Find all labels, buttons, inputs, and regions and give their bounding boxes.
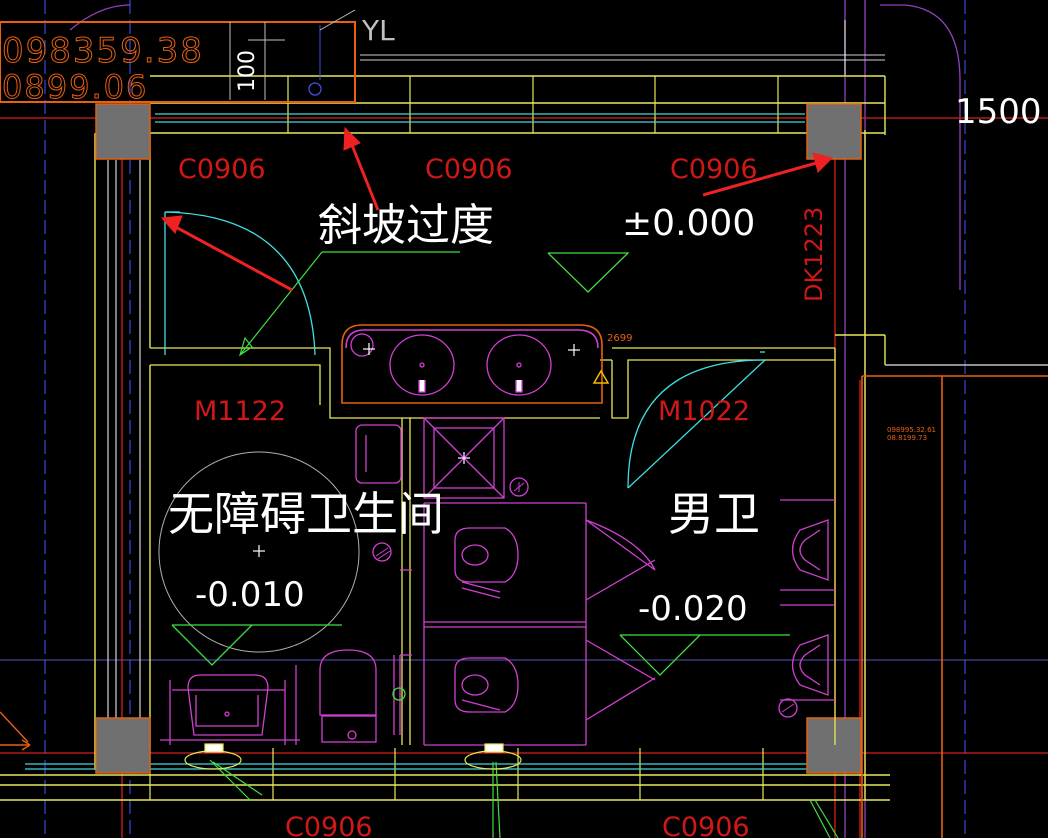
pipe-marker-icon xyxy=(308,82,322,96)
urinal-upper-icon xyxy=(780,499,835,591)
dimension-1500: 1500 xyxy=(955,92,1042,132)
level-lobby: ±0.000 xyxy=(622,203,755,244)
drain-marker-icon xyxy=(350,333,798,718)
column-top-right xyxy=(806,103,862,160)
level-markers xyxy=(171,252,790,676)
top-window-frames xyxy=(155,76,805,133)
axis-lines xyxy=(0,117,1048,838)
small-coordinate-1: 098995.32.61 xyxy=(887,426,936,434)
urinal-lower-icon xyxy=(780,604,835,701)
squat-toilet-upper-icon xyxy=(454,527,519,599)
coordinate-label-1: 098359.38 xyxy=(2,31,204,71)
door-label-accessible: M1122 xyxy=(194,396,286,427)
toilet-accessible-icon xyxy=(319,649,406,743)
column-top-left xyxy=(95,103,151,160)
counter-dimension: 2699 xyxy=(607,333,632,344)
annotation-arrows xyxy=(160,126,833,292)
left-edge-arrow-icon xyxy=(0,711,31,751)
warning-triangle-icon xyxy=(592,369,610,384)
small-coordinate-2: 08.8199.73 xyxy=(887,434,927,442)
right-frame xyxy=(861,364,1048,838)
window-label-bottom-left: C0906 xyxy=(285,812,373,838)
column-bottom-left xyxy=(95,717,151,774)
turning-circle xyxy=(158,451,360,653)
top-guide-lines xyxy=(360,20,885,75)
dimension-100: 100 xyxy=(235,50,260,92)
pipe-label-yl: YL xyxy=(361,14,395,47)
left-wall-strips xyxy=(107,160,141,720)
coordinate-frame-lines xyxy=(229,9,356,100)
basin-left-icon xyxy=(389,334,455,396)
coordinate-label-2: 0899.06 xyxy=(2,68,148,106)
window-label-top-left: C0906 xyxy=(178,154,266,185)
arrow-head-left-icon xyxy=(160,215,183,234)
grab-bar-icon xyxy=(355,424,412,656)
door-swings xyxy=(164,211,766,489)
door-m1022-leaf xyxy=(627,359,766,489)
coordinate-frame xyxy=(0,21,356,103)
toilet-stalls xyxy=(423,417,656,746)
window-label-bottom-right: C0906 xyxy=(662,812,750,838)
exterior-walls xyxy=(0,75,890,801)
basin-right-icon xyxy=(486,334,552,396)
arrow-head-top-icon xyxy=(343,126,361,151)
door-label-mens: M1022 xyxy=(658,396,750,427)
level-mens: -0.020 xyxy=(638,589,748,629)
leader-lines xyxy=(209,251,839,838)
room-name-accessible: 无障碍卫生间 xyxy=(168,487,444,541)
level-accessible: -0.010 xyxy=(195,575,305,615)
column-bottom-right xyxy=(806,717,862,774)
floor-drains xyxy=(184,743,522,770)
interior-walls xyxy=(150,347,836,745)
window-label-top-mid: C0906 xyxy=(425,154,513,185)
arrow-head-right-icon xyxy=(812,152,833,173)
drain-hatch xyxy=(375,482,795,713)
sink-accessible-icon xyxy=(160,665,300,745)
door-label-dk: DK1223 xyxy=(800,207,828,302)
vanity-counter xyxy=(341,324,603,404)
window-label-top-right: C0906 xyxy=(670,154,758,185)
structural-columns xyxy=(95,103,862,774)
cross-markers xyxy=(253,343,580,557)
room-name-mens: 男卫 xyxy=(668,487,760,541)
squat-toilet-lower-icon xyxy=(454,657,519,713)
ramp-note: 斜坡过度 xyxy=(318,200,494,251)
